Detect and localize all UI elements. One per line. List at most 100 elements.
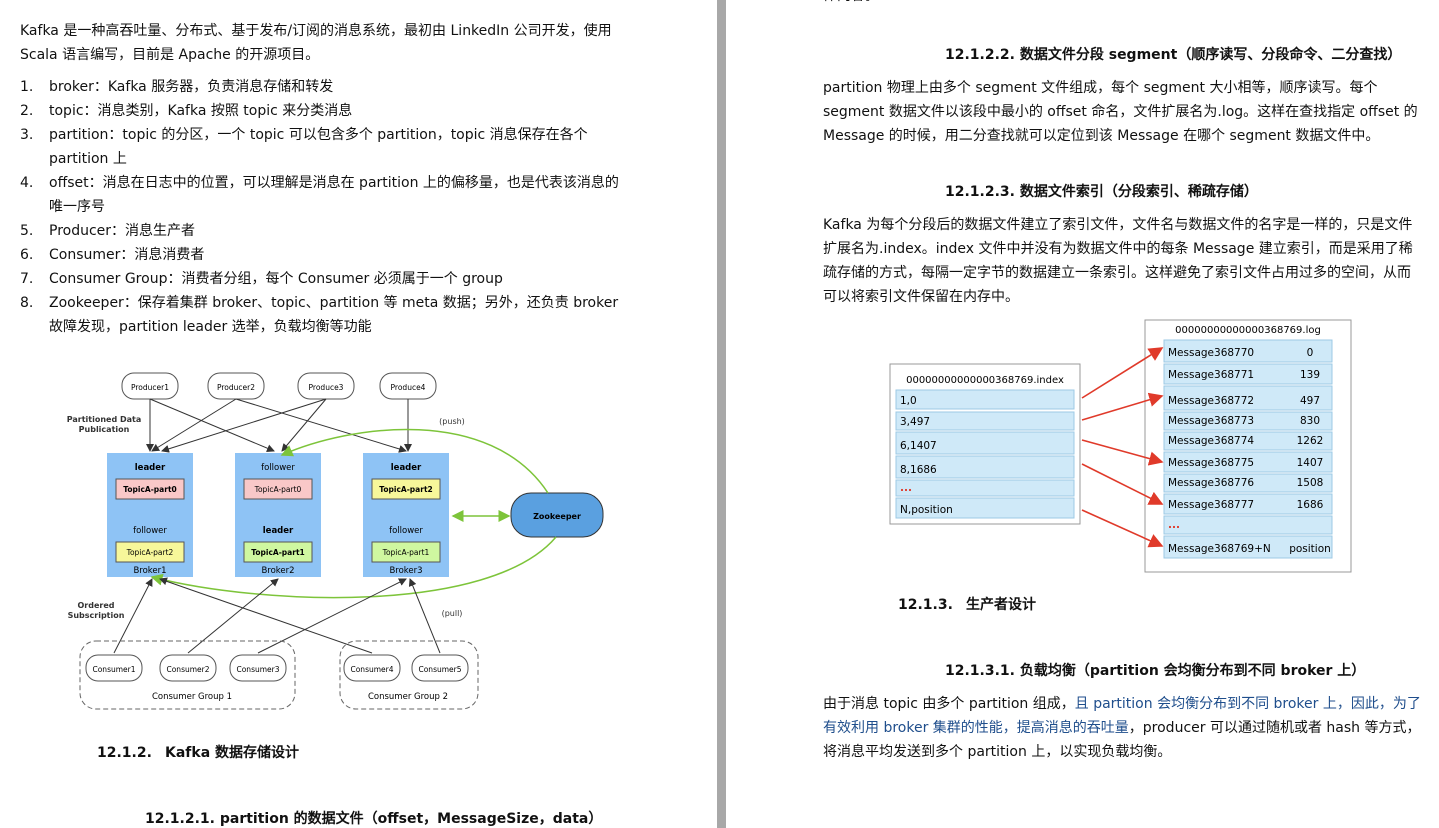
left-page: Kafka 是一种高吞吐量、分布式、基于发布/订阅的消息系统，最初由 Linke…: [0, 0, 717, 828]
svg-text:Producer2: Producer2: [217, 383, 255, 392]
broker-3: leader TopicA-part2 follower TopicA-part…: [363, 453, 449, 577]
broker-2: follower TopicA-part0 leader TopicA-part…: [235, 453, 321, 577]
index-pointer-arrows: [1081, 347, 1164, 548]
section-heading-12-1-3-1: 12.1.3.1. 负载均衡（partition 会均衡分布到不同 broker…: [945, 661, 1365, 681]
consumer-group-2-box: [339, 640, 479, 710]
consumer-arrows: [113, 577, 441, 654]
push-label: (push): [439, 417, 465, 426]
svg-text:...: ...: [1168, 519, 1180, 531]
svg-text:leader: leader: [391, 463, 422, 473]
partitioned-label: Partitioned Data: [67, 415, 142, 424]
svg-text:follower: follower: [261, 463, 295, 473]
svg-text:8,1686: 8,1686: [900, 464, 937, 476]
consumer-group-1-box: [79, 640, 296, 710]
svg-text:TopicA-part2: TopicA-part2: [379, 485, 433, 494]
svg-text:139: 139: [1300, 369, 1320, 381]
list-text: partition：topic 的分区，一个 topic 可以包含多个 part…: [49, 127, 588, 167]
log-file-name: 00000000000000368769.log: [1175, 325, 1321, 336]
svg-text:position: position: [1289, 543, 1331, 555]
consumer-node: Consumer2: [159, 654, 217, 682]
svg-text:Produce4: Produce4: [391, 383, 426, 392]
svg-text:Consumer2: Consumer2: [166, 665, 209, 674]
producer-node: Produce4: [379, 372, 437, 400]
list-number: 3.: [20, 127, 34, 143]
heading-number: 12.1.2.: [97, 745, 152, 761]
svg-text:497: 497: [1300, 395, 1320, 407]
index-row: N,position: [895, 497, 1075, 519]
heading-number: 12.1.3.1.: [945, 663, 1015, 679]
svg-text:1407: 1407: [1297, 457, 1324, 469]
svg-text:Message368775: Message368775: [1168, 457, 1254, 469]
term-list-item: 5.Producer：消息生产者: [20, 219, 624, 243]
term-list-item: 8. Zookeeper：保存着集群 broker、topic、partition…: [20, 291, 624, 339]
svg-text:Message368772: Message368772: [1168, 395, 1254, 407]
ordered-label: Ordered: [78, 601, 115, 610]
index-row: 8,1686: [895, 455, 1075, 479]
svg-text:Consumer4: Consumer4: [350, 665, 393, 674]
pull-label: (pull): [442, 609, 463, 618]
heading-title: Kafka 数据存储设计: [165, 745, 300, 761]
partitioned-label: Publication: [79, 425, 130, 434]
list-number: 2.: [20, 103, 34, 119]
consumer-node: Consumer5: [411, 654, 469, 682]
producer-node: Produce3: [297, 372, 355, 400]
term-list-item: 7.Consumer Group：消费者分组，每个 Consumer 必须属于一…: [20, 267, 624, 291]
svg-text:...: ...: [900, 482, 912, 494]
heading-number: 12.1.2.1.: [145, 811, 215, 827]
list-text: broker：Kafka 服务器，负责消息存储和转发: [49, 79, 334, 95]
list-number: 4.: [20, 175, 34, 191]
svg-text:Consumer1: Consumer1: [92, 665, 135, 674]
page-gutter: [717, 0, 726, 828]
svg-text:leader: leader: [263, 526, 294, 536]
section-heading-12-1-3: 12.1.3.生产者设计: [898, 595, 1036, 615]
producer-node: Producer2: [207, 372, 265, 400]
list-text: Producer：消息生产者: [49, 223, 196, 239]
consumer-node: Consumer3: [229, 654, 287, 682]
svg-text:1262: 1262: [1297, 435, 1324, 447]
svg-text:Produce3: Produce3: [309, 383, 344, 392]
log-row: Message368776 1508: [1163, 473, 1333, 493]
term-list-item: 2. topic：消息类别，Kafka 按照 topic 来分类消息: [20, 99, 624, 123]
svg-text:1508: 1508: [1297, 477, 1324, 489]
index-row: ...: [895, 479, 1075, 497]
kafka-intro-paragraph: Kafka 是一种高吞吐量、分布式、基于发布/订阅的消息系统，最初由 Linke…: [20, 23, 612, 63]
index-row: 1,0: [895, 389, 1075, 410]
svg-text:6,1407: 6,1407: [900, 440, 937, 452]
svg-text:Broker1: Broker1: [133, 566, 166, 576]
svg-text:TopicA-part0: TopicA-part0: [123, 485, 177, 494]
index-file-name: 00000000000000368769.index: [906, 375, 1064, 386]
list-text: Zookeeper：保存着集群 broker、topic、partition 等…: [49, 295, 619, 335]
svg-text:Broker2: Broker2: [261, 566, 294, 576]
heading-title: 数据文件索引（分段索引、稀疏存储）: [1019, 184, 1258, 200]
svg-text:Broker3: Broker3: [389, 566, 422, 576]
svg-text:Message368776: Message368776: [1168, 477, 1254, 489]
svg-text:1686: 1686: [1297, 499, 1324, 511]
log-row: Message368775 1407: [1163, 451, 1333, 473]
log-row: ...: [1163, 515, 1333, 535]
load-balance-text: ，producer 可以通过随机或者 hash 等方式，将消息平均发送到多个 p…: [823, 720, 1421, 760]
list-number: 8.: [20, 295, 34, 311]
previous-page-fragment: 体内容。: [823, 0, 1427, 8]
term-list-item: 6.Consumer：消息消费者: [20, 243, 624, 267]
term-list-item: 4.offset：消息在日志中的位置，可以理解是消息在 partition 上的…: [20, 171, 624, 219]
broker-1: leader TopicA-part0 follower TopicA-part…: [107, 453, 193, 577]
svg-text:TopicA-part1: TopicA-part1: [382, 548, 430, 557]
svg-text:leader: leader: [135, 463, 166, 473]
svg-text:Consumer3: Consumer3: [236, 665, 279, 674]
heading-title: partition 的数据文件（offset，MessageSize，data）: [219, 811, 603, 827]
kafka-architecture-diagram: Producer1 Producer2 Produce3 Produce4 Pa…: [67, 372, 604, 710]
svg-text:N,position: N,position: [900, 504, 953, 516]
svg-text:TopicA-part1: TopicA-part1: [251, 548, 305, 557]
segment-index-diagram: 00000000000000368769.index 1,03,497 6,140…: [889, 319, 1352, 573]
section-heading-12-1-2: 12.1.2. Kafka 数据存储设计: [97, 743, 299, 763]
heading-title: 负载均衡（partition 会均衡分布到不同 broker 上）: [1019, 663, 1366, 679]
list-text: topic：消息类别，Kafka 按照 topic 来分类消息: [49, 103, 353, 119]
svg-text:0: 0: [1307, 347, 1314, 359]
index-row: 3,497: [895, 411, 1075, 431]
segment-paragraph: partition 物理上由多个 segment 文件组成，每个 segment…: [823, 80, 1418, 144]
load-balance-paragraph: 由于消息 topic 由多个 partition 组成，且 partition …: [823, 692, 1423, 764]
